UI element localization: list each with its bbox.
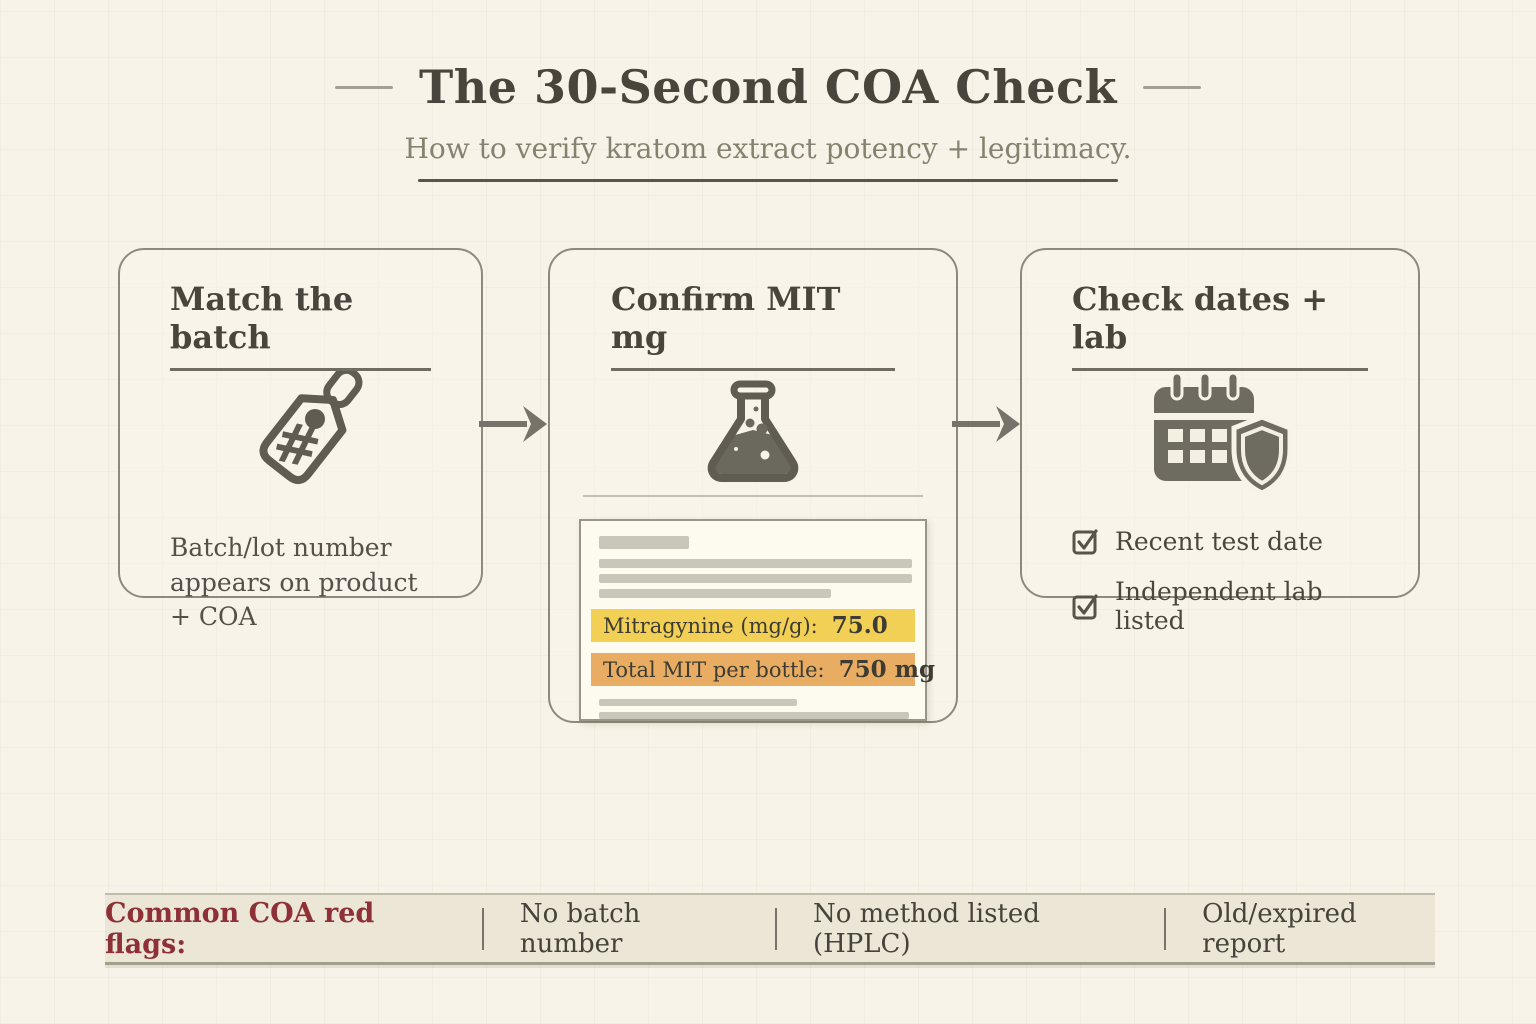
checklist-item-independent-lab: Independent lab listed xyxy=(1072,577,1368,635)
checked-checkbox-icon xyxy=(1072,529,1098,555)
page-subtitle: How to verify kratom extract potency + l… xyxy=(404,132,1132,165)
checklist-label: Recent test date xyxy=(1115,527,1323,556)
flow-arrow-icon xyxy=(952,406,1020,442)
checked-checkbox-icon xyxy=(1072,593,1098,619)
mitragynine-label: Mitragynine (mg/g): xyxy=(603,614,818,638)
calendar-shield-icon xyxy=(1154,371,1293,496)
doc-placeholder-line xyxy=(599,712,909,719)
title-right-dash xyxy=(1142,85,1201,89)
step-title: Match the batch xyxy=(170,280,431,371)
total-mit-value: 750 mg xyxy=(838,656,936,683)
title-left-dash xyxy=(335,85,394,89)
doc-placeholder-line xyxy=(599,559,912,568)
red-flags-bar: Common COA red flags: No batch number No… xyxy=(105,893,1435,965)
total-mit-highlight-row: Total MIT per bottle: 750 mg xyxy=(591,653,935,686)
step-description: Batch/lot number appears on product + CO… xyxy=(170,533,418,631)
page-title: The 30-Second COA Check xyxy=(419,60,1117,114)
doc-placeholder-line xyxy=(599,589,831,598)
step-card-confirm-mit: Confirm MIT mg xyxy=(548,248,958,723)
separator xyxy=(481,907,484,950)
red-flag-item: Old/expired report xyxy=(1202,898,1357,959)
red-flags-label: Common COA red flags: xyxy=(105,897,375,960)
card-divider xyxy=(583,495,923,497)
doc-placeholder-line xyxy=(599,574,912,583)
doc-placeholder-heading xyxy=(599,536,689,549)
subtitle-underline xyxy=(418,179,1118,182)
step-title: Confirm MIT mg xyxy=(611,280,895,371)
doc-placeholder-line xyxy=(599,699,797,706)
price-tag-hash-icon: # xyxy=(259,371,362,485)
total-mit-label: Total MIT per bottle: xyxy=(603,658,825,682)
svg-text:#: # xyxy=(267,409,326,482)
step-card-match-batch: Match the batch # Batch/lot number appea… xyxy=(118,248,483,631)
step-title: Check dates + lab xyxy=(1072,280,1368,371)
mitragynine-value: 75.0 xyxy=(831,612,888,639)
separator xyxy=(1164,907,1167,950)
red-flag-item: No method listed (HPLC) xyxy=(812,898,1040,959)
checklist-item-recent-test-date: Recent test date xyxy=(1072,527,1368,556)
checklist: Recent test date Independent lab listed xyxy=(1072,527,1368,635)
coa-document-mock: Mitragynine (mg/g): 75.0 Total MIT per b… xyxy=(579,519,935,721)
lab-flask-icon xyxy=(707,380,799,483)
header: The 30-Second COA Check How to verify kr… xyxy=(0,60,1536,182)
separator xyxy=(775,907,777,950)
red-flag-item: No batch number xyxy=(519,898,641,959)
mitragynine-highlight-row: Mitragynine (mg/g): 75.0 xyxy=(591,609,915,642)
checklist-label: Independent lab listed xyxy=(1115,577,1323,635)
step-card-check-dates-lab: Check dates + lab xyxy=(1020,248,1420,635)
flow-arrow-icon xyxy=(479,406,547,442)
